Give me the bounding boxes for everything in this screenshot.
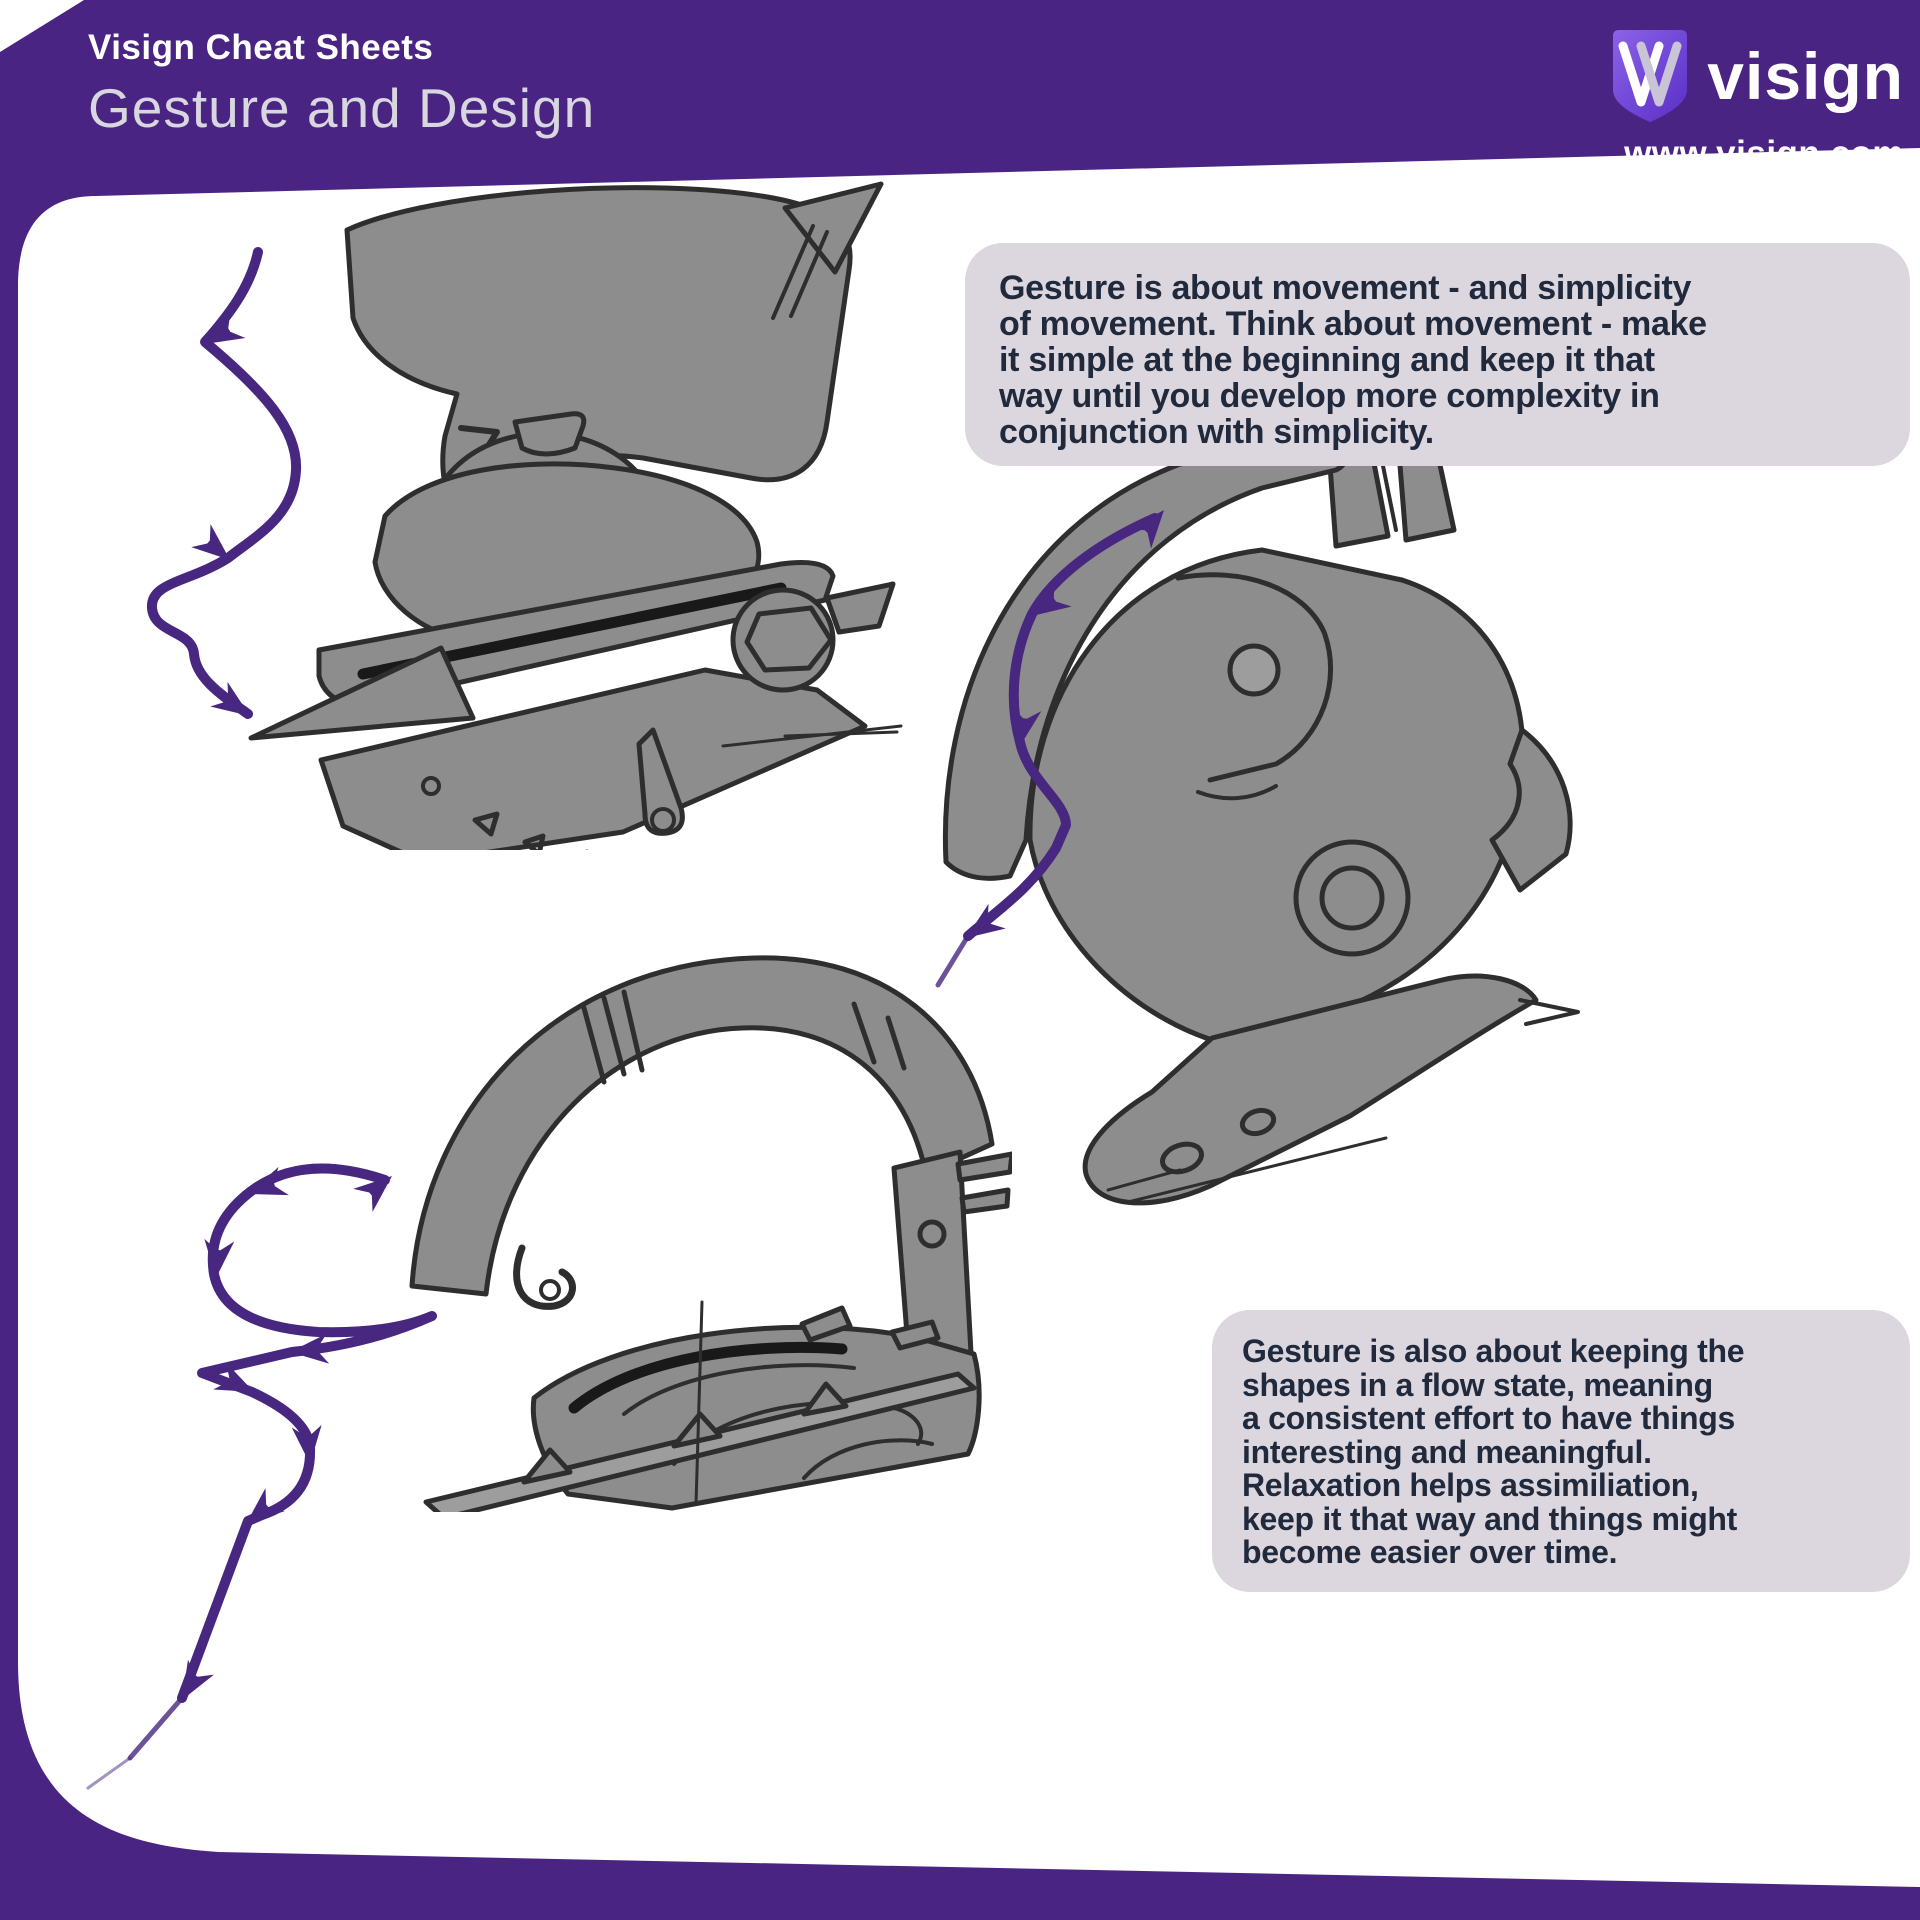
brand-block: visign www.visign.com [1607, 26, 1904, 174]
note-line: Gesture is about movement - and simplici… [999, 269, 1692, 307]
note-line: it simple at the beginning and keep it t… [999, 341, 1655, 379]
brand-website: www.visign.com [1624, 134, 1904, 173]
note-line: interesting and meaningful. [1242, 1433, 1652, 1470]
note-line: a consistent effort to have things [1242, 1400, 1735, 1436]
gesture-curve-arrow [935, 510, 1164, 988]
note-line: of movement. Think about movement - make [999, 305, 1707, 343]
helmet-sketch-bottom [409, 955, 1012, 1512]
note-line: Gesture is also about keeping the [1242, 1333, 1745, 1369]
brand-name: visign [1707, 39, 1904, 113]
page-title: Gesture and Design [88, 77, 596, 139]
note-line: way until you develop more complexity in [999, 377, 1660, 415]
note-line: Relaxation helps assimiliation, [1242, 1467, 1699, 1503]
gesture-loop-arrow [86, 1163, 437, 1790]
series-label: Visign Cheat Sheets [88, 28, 434, 67]
note-line: conjunction with simplicity. [999, 413, 1434, 451]
gesture-s-curve-arrow [147, 247, 302, 719]
helmet-sketch-top-left [248, 181, 903, 850]
note-line: keep it that way and things might [1242, 1500, 1738, 1537]
note-card-gesture-movement: Gesture is about movement - and simplici… [965, 243, 1910, 466]
note-line: shapes in a flow state, meaning [1242, 1366, 1713, 1403]
note-card-gesture-flow: Gesture is also about keeping the shapes… [1212, 1310, 1910, 1592]
header: Visign Cheat Sheets Gesture and Design [88, 28, 595, 140]
note-line: become easier over time. [1242, 1534, 1618, 1570]
visign-shield-w-icon [1613, 30, 1688, 122]
